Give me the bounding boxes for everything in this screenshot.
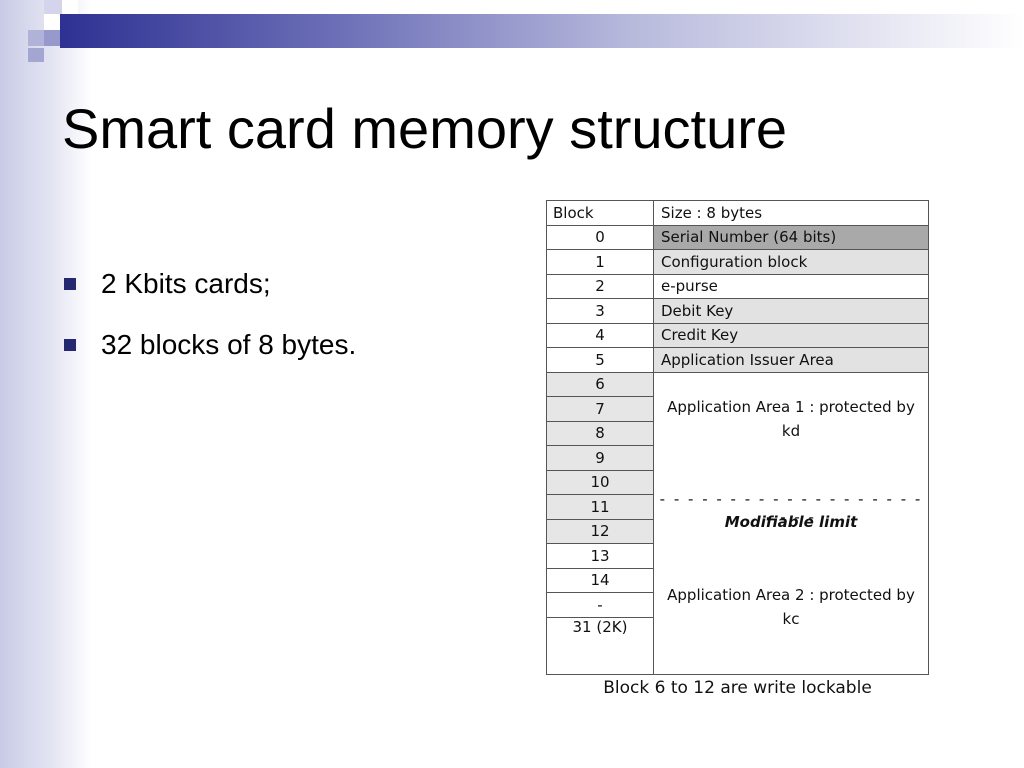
memory-table: Block Size : 8 bytes 0 Serial Number (64…	[546, 200, 929, 675]
limit-divider: - - - - - - - - - - - - - - - - - - - - …	[659, 489, 923, 526]
block-description: e-purse	[653, 273, 929, 299]
table-row: 9	[546, 445, 929, 471]
block-number: 14	[546, 567, 654, 593]
table-caption: Block 6 to 12 are write lockable	[603, 677, 872, 698]
block-number: 6	[546, 371, 654, 397]
table-row: 14	[546, 567, 929, 593]
block-number: 11	[546, 494, 654, 520]
block-number: 12	[546, 518, 654, 544]
block-number: 31 (2K)	[546, 616, 654, 675]
header-block: Block	[546, 200, 654, 226]
table-row: 6 Application Area 1 : protected by kd -…	[546, 371, 929, 675]
bullet-item: 2 Kbits cards;	[64, 262, 356, 323]
table-header-row: Block Size : 8 bytes	[546, 200, 929, 226]
block-number: 7	[546, 396, 654, 422]
block-description: Application Issuer Area	[653, 347, 929, 373]
block-number: 9	[546, 445, 654, 471]
application-area-2: Application Area 2 : protected by kc	[667, 585, 915, 628]
bullet-list: 2 Kbits cards; 32 blocks of 8 bytes.	[64, 262, 356, 384]
block-number: 0	[546, 224, 654, 250]
block-number: 10	[546, 469, 654, 495]
block-number: 5	[546, 347, 654, 373]
table-row: 31 (2K)	[546, 616, 929, 675]
slide-title: Smart card memory structure	[62, 97, 788, 160]
table-row: 2 e-purse	[546, 273, 929, 299]
block-description: Serial Number (64 bits)	[653, 224, 929, 250]
table-row: 5 Application Issuer Area	[546, 347, 929, 373]
table-row: 12	[546, 518, 929, 544]
table-row: -	[546, 592, 929, 618]
block-description: Credit Key	[653, 322, 929, 348]
bullet-text: 2 Kbits cards;	[101, 268, 271, 299]
block-number: 8	[546, 420, 654, 446]
table-row: 1 Configuration block	[546, 249, 929, 275]
table-row: 11	[546, 494, 929, 520]
square-bullet-icon	[64, 278, 76, 290]
block-number: -	[546, 592, 654, 618]
decor-square	[44, 30, 60, 46]
square-bullet-icon	[64, 339, 76, 351]
application-area-1: Application Area 1 : protected by kd	[667, 397, 915, 440]
block-description: Configuration block	[653, 249, 929, 275]
side-gradient-band	[0, 0, 92, 768]
decor-square	[44, 0, 62, 14]
decor-square	[62, 0, 78, 14]
application-areas-cell: Application Area 1 : protected by kd - -…	[653, 371, 929, 675]
block-number: 4	[546, 322, 654, 348]
memory-structure-figure: Block Size : 8 bytes 0 Serial Number (64…	[546, 200, 930, 698]
block-number: 3	[546, 298, 654, 324]
block-number: 13	[546, 543, 654, 569]
table-row: 3 Debit Key	[546, 298, 929, 324]
decor-square	[44, 14, 60, 30]
block-number: 1	[546, 249, 654, 275]
decor-square	[28, 30, 44, 46]
table-row: 10	[546, 469, 929, 495]
block-description: Debit Key	[653, 298, 929, 324]
header-size: Size : 8 bytes	[653, 200, 929, 226]
table-row: 4 Credit Key	[546, 322, 929, 348]
modifiable-limit-label: Modifiable limit	[724, 512, 858, 531]
block-number: 2	[546, 273, 654, 299]
bullet-item: 32 blocks of 8 bytes.	[64, 323, 356, 384]
bullet-text: 32 blocks of 8 bytes.	[101, 329, 357, 360]
top-gradient-bar	[60, 14, 1024, 48]
table-row: 0 Serial Number (64 bits)	[546, 224, 929, 250]
decor-square	[28, 48, 44, 62]
